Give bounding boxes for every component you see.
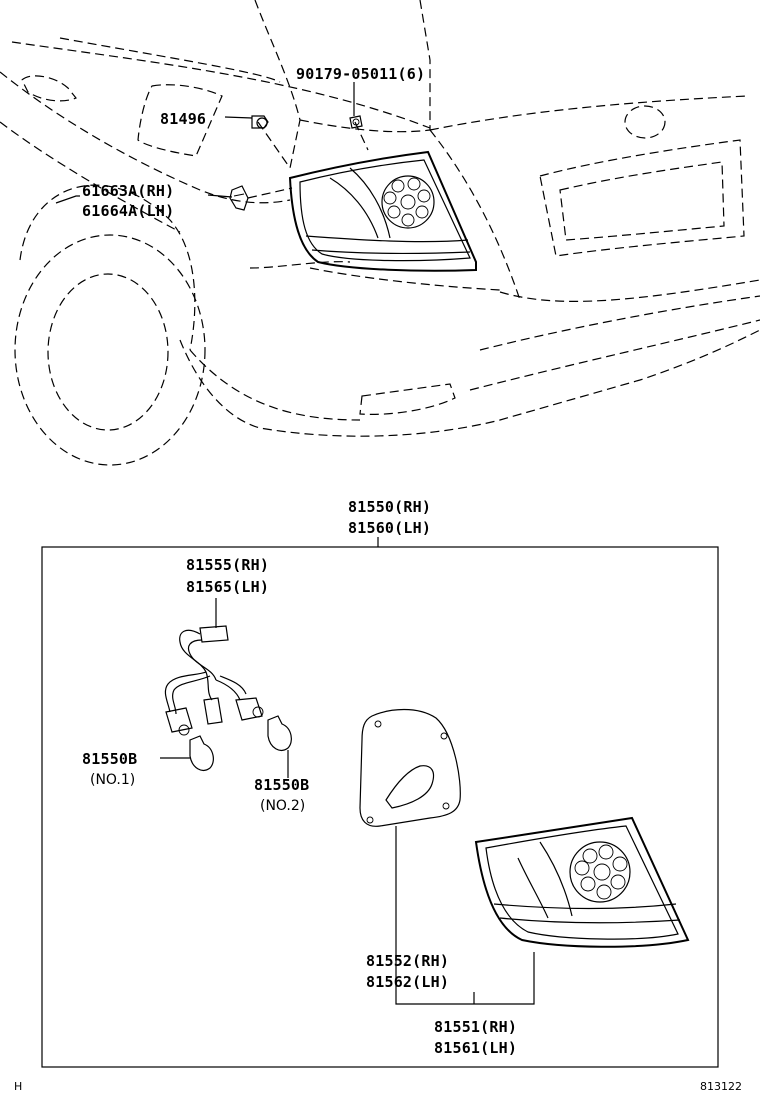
led-cluster-icon xyxy=(381,175,435,229)
bulb-no1-icon xyxy=(189,735,214,771)
lens-lh-label: 81561(LH) xyxy=(434,1039,517,1057)
tail-lens-icon xyxy=(474,816,690,948)
clip-icon xyxy=(349,115,363,129)
footer-left: H xyxy=(14,1080,22,1093)
bulb-no1-code: 81550B xyxy=(82,750,137,768)
lens-rh-label: 81551(RH) xyxy=(434,1018,517,1036)
assembly-lh-label: 81560(LH) xyxy=(348,519,431,537)
gasket-rh-label: 81552(RH) xyxy=(366,952,449,970)
bulb-no2-icon xyxy=(267,715,292,751)
wiring-lh-label: 81565(LH) xyxy=(186,578,269,596)
screw-icon xyxy=(251,115,269,129)
socket-rh-label: 61663A(RH) xyxy=(82,182,174,200)
wiring-rh-label: 81555(RH) xyxy=(186,556,269,574)
socket-icon xyxy=(229,185,249,211)
socket-lh-label: 61664A(LH) xyxy=(82,202,174,220)
screw-label: 81496 xyxy=(160,110,206,128)
tail-light-on-car xyxy=(288,150,477,272)
bulb-no2-code: 81550B xyxy=(254,776,309,794)
bulb-no1-note: (NO.1) xyxy=(90,772,135,788)
bulb-no2-note: (NO.2) xyxy=(260,798,305,814)
footer-right: 813122 xyxy=(700,1080,742,1093)
gasket-icon xyxy=(359,708,461,827)
assembly-box xyxy=(41,546,719,1068)
clip-label: 90179-05011(6) xyxy=(296,65,425,83)
assembly-rh-label: 81550(RH) xyxy=(348,498,431,516)
gasket-lh-label: 81562(LH) xyxy=(366,973,449,991)
car-rear-illustration xyxy=(0,0,760,466)
wiring-harness-icon xyxy=(164,625,264,736)
